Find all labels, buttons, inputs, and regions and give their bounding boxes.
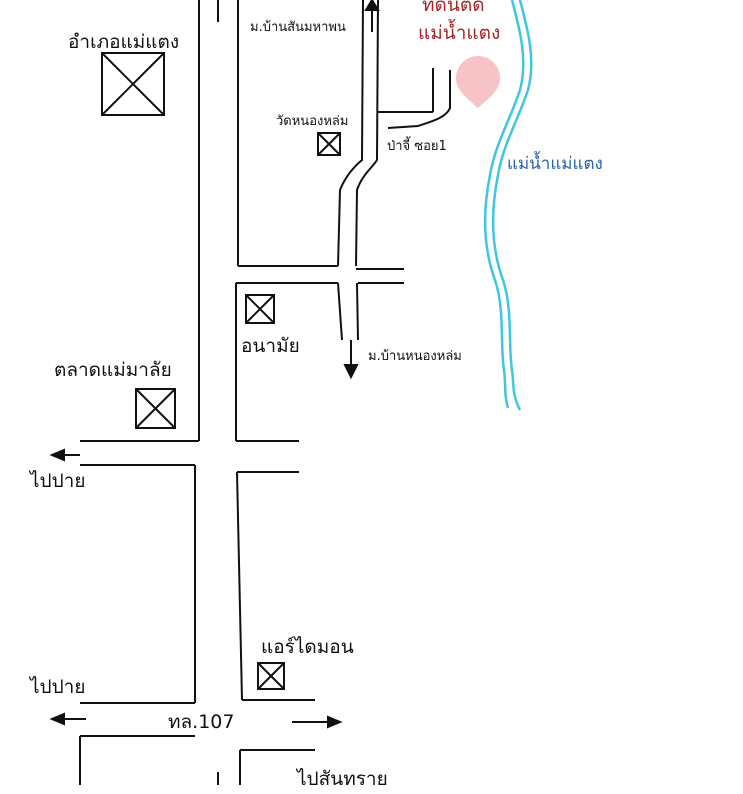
destination-label-line1: ที่ดินติด [422,0,485,16]
arrow-right-icon [292,715,343,729]
health-center-label: อนามัย [241,335,300,357]
river [483,0,533,411]
arrow-left-icon [49,448,80,462]
location-pin-icon [456,56,500,108]
river-label: แม่น้ำแม่แตง [507,154,603,174]
arrow-up-icon [364,0,380,32]
landmark-box-icon [257,662,285,690]
landmark-box-icon [245,294,275,324]
soi-label: ป่าจี้ ซอย1 [387,139,447,154]
highway-label: ทล.107 [168,711,235,733]
to-sansai-label: ไปสันทราย [297,768,388,790]
district-label: อำเภอแม่แตง [68,31,180,53]
destination-label-line2: แม่น้ำแตง [418,22,501,44]
landmark-box-icon [135,388,176,429]
market-label: ตลาดแม่มาลัย [54,359,172,381]
arrow-down-icon [343,340,359,380]
temple-label: วัดหนองหล่ม [276,114,349,129]
village-south-label: ม.บ้านหนองหล่ม [368,349,462,364]
to-pai-label-2: ไปปาย [30,676,86,698]
landmark-box-icon [317,132,341,156]
airdimon-label: แอร์ไดมอน [261,636,354,658]
roads [79,0,451,785]
landmark-box-icon [101,52,165,116]
arrow-left-icon [49,712,86,726]
village-north-label: ม.บ้านสันมหาพน [250,20,346,35]
to-pai-label-1: ไปปาย [30,470,86,492]
